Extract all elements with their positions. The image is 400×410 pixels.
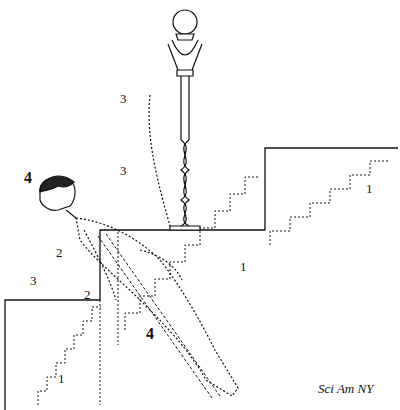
callout-number: 2 [84,288,91,301]
lamp-post [149,10,202,230]
callout-number: 3 [120,164,127,177]
callout-number: 4 [24,170,32,186]
callout-number: 3 [30,274,37,287]
woman-figure [40,176,238,396]
callout-number: 1 [240,260,247,273]
callout-number: 4 [146,326,154,342]
hidden-stairs [38,161,390,405]
artist-signature: Sci Am NY [318,382,373,395]
callout-number: 1 [366,182,373,195]
callout-number: 2 [56,246,63,259]
callout-number: 3 [120,92,127,105]
callout-number: 1 [58,372,65,385]
platform-outline [5,148,398,410]
